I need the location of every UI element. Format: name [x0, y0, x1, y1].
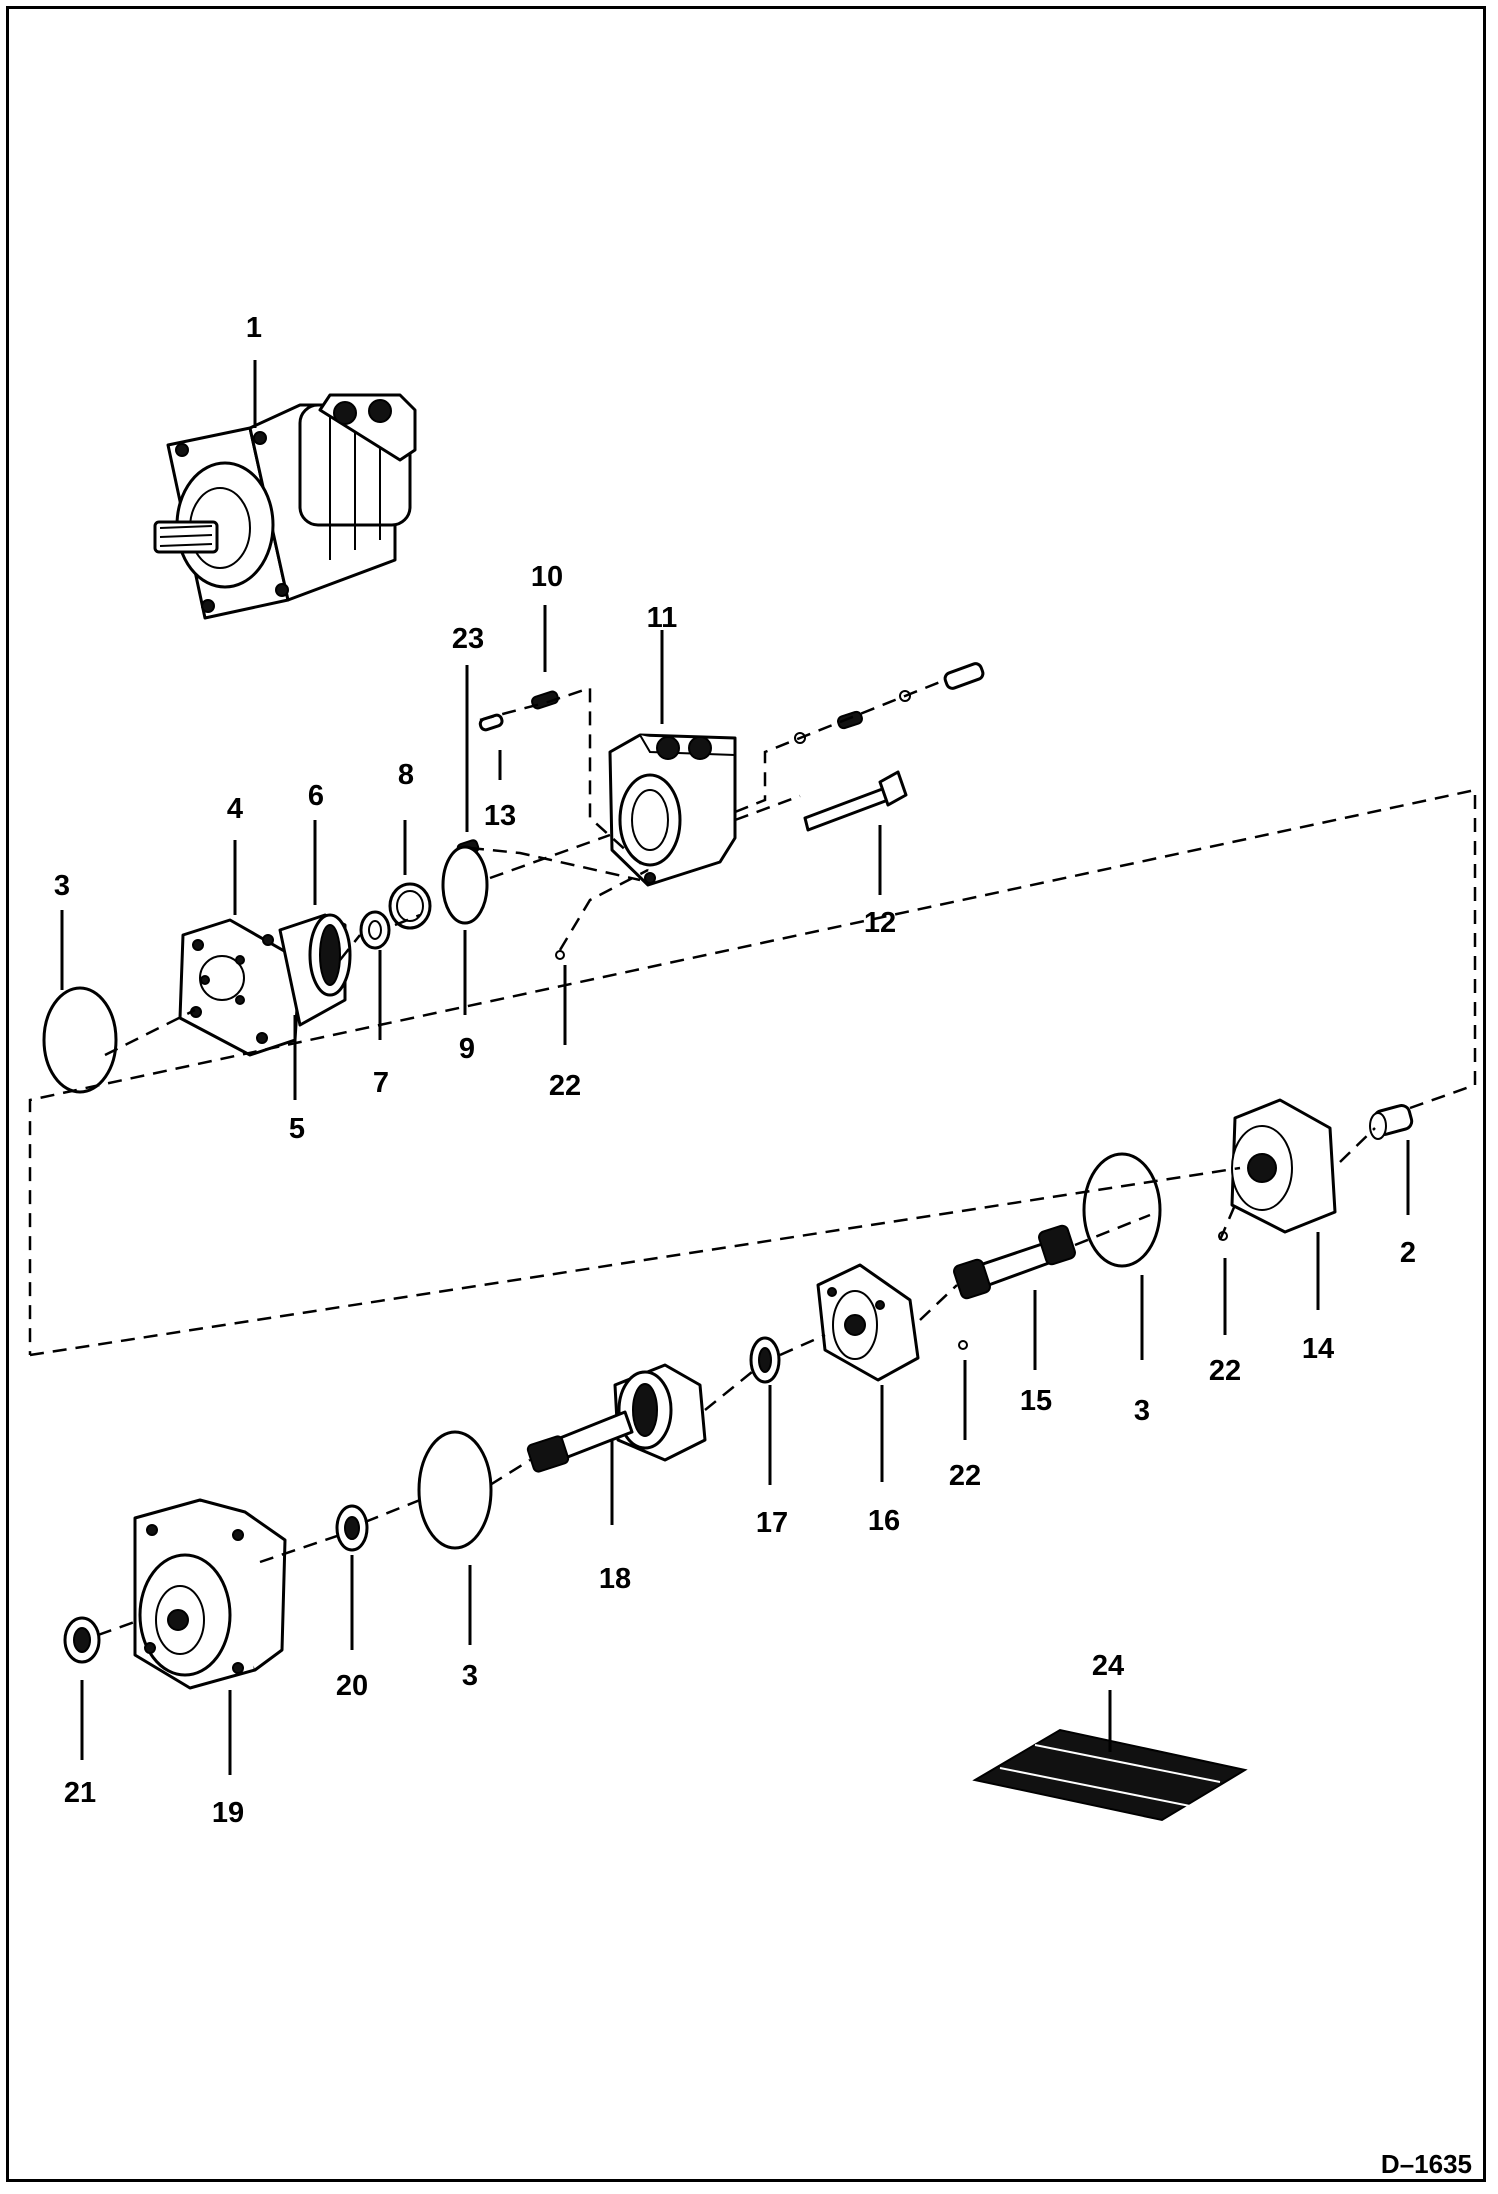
callout-14: 14 [1302, 1333, 1334, 1365]
callout-19: 19 [212, 1797, 244, 1829]
part-8-backup-ring [388, 882, 432, 930]
callout-5: 5 [289, 1113, 305, 1145]
callout-7: 7 [373, 1067, 389, 1099]
callout-16: 16 [868, 1505, 900, 1537]
part-19-flange-housing [133, 1498, 287, 1690]
callout-11: 11 [647, 602, 678, 634]
callout-22-middle: 22 [1209, 1355, 1241, 1387]
part-10-spring [531, 690, 559, 710]
callout-22-lower: 22 [949, 1460, 981, 1492]
callout-20: 20 [336, 1670, 368, 1702]
callout-4: 4 [227, 793, 243, 825]
part-1-motor-assembly [153, 393, 417, 620]
callout-13: 13 [484, 800, 516, 832]
leader-lines [60, 360, 1410, 1775]
part-4-end-cap [178, 918, 302, 1057]
callout-23: 23 [452, 623, 484, 655]
part-11-valve-housing [608, 733, 737, 887]
part-18-output-shaft [526, 1363, 707, 1473]
part-21-dust-seal [63, 1616, 101, 1664]
part-3-o-ring-lower [417, 1430, 493, 1550]
callout-3-middle: 3 [1134, 1395, 1150, 1427]
page-border [6, 6, 1486, 2182]
callout-8: 8 [398, 759, 414, 791]
part-3-o-ring-upper [42, 986, 118, 1094]
callout-17: 17 [756, 1507, 788, 1539]
callout-9: 9 [459, 1033, 475, 1065]
callout-18: 18 [599, 1563, 631, 1595]
part-17-thrust-washer [749, 1336, 781, 1384]
part-24-seal-kit [972, 1728, 1248, 1822]
part-22-ball-lower [958, 1340, 968, 1350]
callout-labels: 1 2 3 3 3 4 5 6 7 8 9 10 11 12 13 14 15 … [54, 312, 1416, 1829]
callout-12: 12 [864, 907, 896, 939]
part-12-bolt [803, 770, 908, 832]
part-20-seal [335, 1504, 369, 1552]
assembly-centerlines [28, 678, 1477, 1637]
callout-10: 10 [531, 561, 563, 593]
figure-id-label: D–1635 [1380, 2149, 1472, 2179]
part-22-ball-upper [555, 950, 565, 960]
part-3-o-ring-middle [1082, 1152, 1162, 1268]
part-7-seal [359, 910, 391, 950]
callout-3-upper: 3 [54, 870, 70, 902]
callout-21: 21 [64, 1777, 96, 1809]
callout-2: 2 [1400, 1237, 1416, 1269]
part-14-gerotor-housing [1230, 1098, 1337, 1234]
callout-15: 15 [1020, 1385, 1052, 1417]
callout-3-lower: 3 [462, 1660, 478, 1692]
part-16-bearing-housing [816, 1263, 920, 1382]
part-9-o-ring [441, 845, 489, 925]
part-2-bushing [1369, 1104, 1414, 1140]
callout-1: 1 [246, 312, 262, 344]
callout-24: 24 [1092, 1650, 1124, 1682]
callout-22-upper: 22 [549, 1070, 581, 1102]
part-15-drive-shaft [953, 1224, 1076, 1300]
part-6-piston [278, 913, 352, 1027]
callout-6: 6 [308, 780, 324, 812]
